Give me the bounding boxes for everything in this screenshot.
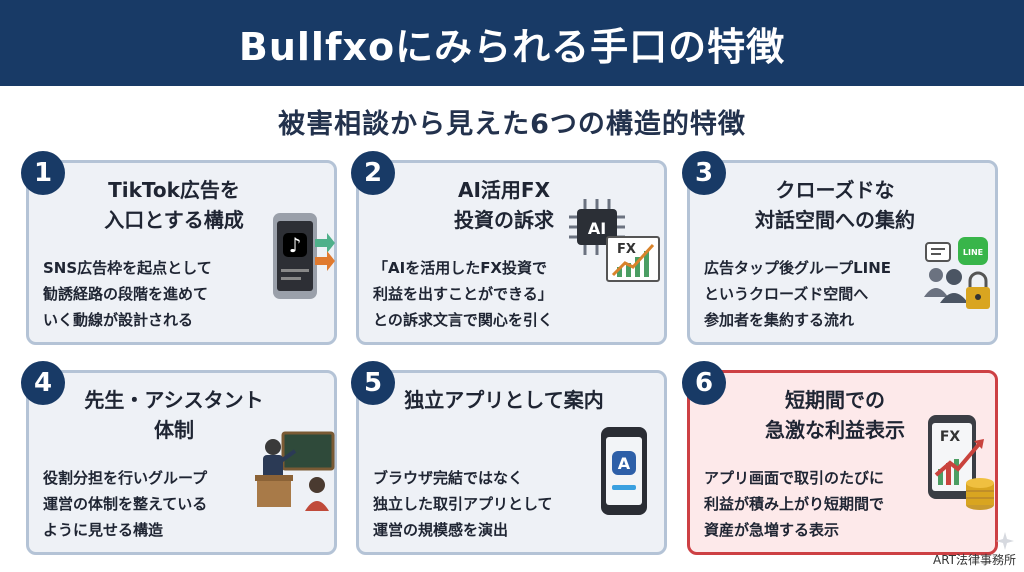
- card-title: 先生・アシスタント体制: [84, 388, 264, 442]
- fx-chart-label: FX: [940, 429, 961, 445]
- feature-card-6: 6 短期間での急激な利益表示 アプリ画面で取引のたびに利益が積み上がり短期間で資…: [682, 361, 998, 555]
- svg-text:♪: ♪: [289, 233, 302, 257]
- smartphone-tiktok-icon: ♪: [273, 213, 335, 299]
- footer-credit: ART法律事務所: [932, 553, 1016, 567]
- svg-text:A: A: [618, 454, 631, 473]
- feature-card-5: 5 独立アプリとして案内 ブラウザ完結ではなく独立した取引アプリとして運営の規模…: [351, 361, 667, 555]
- card-number-badge: 4: [21, 361, 65, 405]
- page-subtitle: 被害相談から見えた6つの構造的特徴: [278, 109, 746, 140]
- card-title: 独立アプリとして案内: [404, 388, 604, 412]
- app-store-phone-icon: A: [601, 427, 647, 515]
- card-description: SNS広告枠を起点として勧誘経路の段階を進めていく動線が設計される: [43, 259, 212, 329]
- card-title: 短期間での急激な利益表示: [765, 388, 905, 442]
- card-description: ブラウザ完結ではなく独立した取引アプリとして運営の規模感を演出: [373, 469, 553, 539]
- card-number-badge: 1: [21, 151, 65, 195]
- line-group-lock-icon: LINE: [924, 237, 990, 309]
- feature-card-1: 1 TikTok広告を入口とする構成 SNS広告枠を起点として勧誘経路の段階を進…: [21, 151, 337, 345]
- card-number-badge: 5: [351, 361, 395, 405]
- fx-chart-label: FX: [617, 242, 636, 257]
- card-number-badge: 3: [682, 151, 726, 195]
- ai-chip-fx-chart-icon: AI FX: [569, 199, 660, 282]
- card-number-badge: 6: [682, 361, 726, 405]
- card-description: アプリ画面で取引のたびに利益が積み上がり短期間で資産が急増する表示: [704, 469, 885, 539]
- header-bar: Bullfxoにみられる手口の特徴: [0, 0, 1024, 86]
- fx-profit-coins-icon: FX: [928, 415, 994, 510]
- page-title: Bullfxoにみられる手口の特徴: [238, 24, 786, 69]
- chip-label: AI: [588, 219, 606, 238]
- card-title: クローズドな対話空間への集約: [755, 178, 915, 232]
- line-badge-label: LINE: [963, 248, 983, 257]
- teacher-presentation-icon: [255, 431, 335, 511]
- card-description: 「AIを活用したFX投資で利益を出すことができる」との訴求文言で関心を引く: [373, 259, 553, 329]
- card-number-badge: 2: [351, 151, 395, 195]
- card-description: 役割分担を行いグループ運営の体制を整えているように見せる構造: [43, 469, 208, 539]
- feature-card-4: 4 先生・アシスタント体制 役割分担を行いグループ運営の体制を整えているように見…: [21, 361, 337, 555]
- sparkle-icon: [996, 532, 1014, 550]
- card-title: TikTok広告を入口とする構成: [104, 178, 244, 232]
